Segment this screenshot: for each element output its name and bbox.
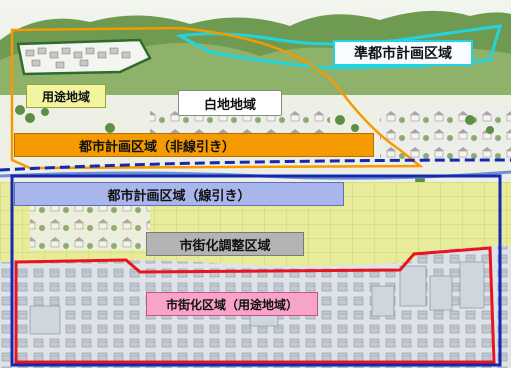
label-hisenbiki: 都市計画区域（非線引き） <box>14 133 374 157</box>
rural-houses-east <box>380 105 511 165</box>
shigaika-boundary <box>14 246 496 364</box>
senbiki-boundary <box>10 174 502 367</box>
label-hakuchi: 白地地域 <box>178 90 282 116</box>
label-shigaika: 市街化区域（用途地域） <box>146 292 318 316</box>
label-youto: 用途地域 <box>26 84 106 108</box>
label-chosei: 市街化調整区域 <box>146 232 304 256</box>
youto-houses <box>25 47 131 69</box>
label-senbiki: 都市計画区域（線引き） <box>14 182 344 206</box>
dashed-border-line <box>0 158 511 172</box>
hisenbiki-boundary <box>10 26 424 170</box>
label-jun-toshi: 準都市計画区域 <box>333 40 473 66</box>
village <box>30 200 150 250</box>
